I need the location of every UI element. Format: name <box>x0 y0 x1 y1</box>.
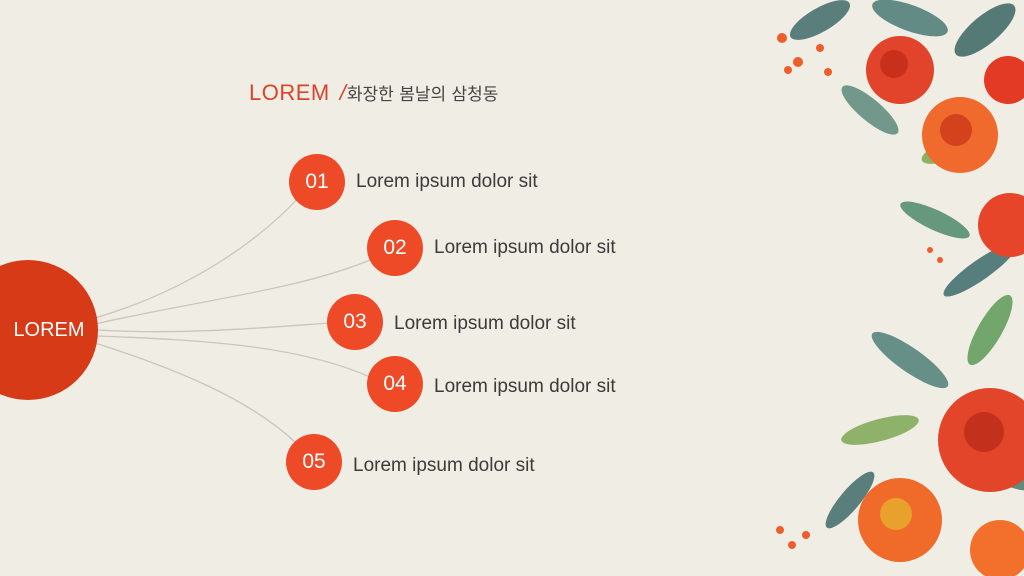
slide-title: LOREM / 화장한 봄날의 삼청동 <box>249 80 498 108</box>
item-number-01: 01 <box>289 154 345 210</box>
item-label-05: Lorem ipsum dolor sit <box>353 455 535 476</box>
item-label-03: Lorem ipsum dolor sit <box>394 313 576 334</box>
title-slash: / <box>339 80 346 105</box>
title-main: LOREM <box>249 80 330 105</box>
item-number-03: 03 <box>327 294 383 350</box>
title-subtitle: 화장한 봄날의 삼청동 <box>346 85 499 105</box>
item-number-05: 05 <box>286 434 342 490</box>
item-number-04: 04 <box>367 356 423 412</box>
item-number-02: 02 <box>367 220 423 276</box>
hub-label: LOREM <box>13 318 85 341</box>
connector-line-03 <box>97 322 331 333</box>
connector-line-04 <box>97 335 373 379</box>
item-label-04: Lorem ipsum dolor sit <box>434 376 616 397</box>
item-label-01: Lorem ipsum dolor sit <box>356 171 538 192</box>
connector-line-02 <box>94 257 376 325</box>
floral-border-image <box>776 0 1024 576</box>
berry-icon <box>776 33 943 549</box>
flower-icon <box>858 36 1024 576</box>
connector-line-01 <box>94 195 301 319</box>
connector-line-05 <box>91 341 296 443</box>
item-label-02: Lorem ipsum dolor sit <box>434 237 616 258</box>
